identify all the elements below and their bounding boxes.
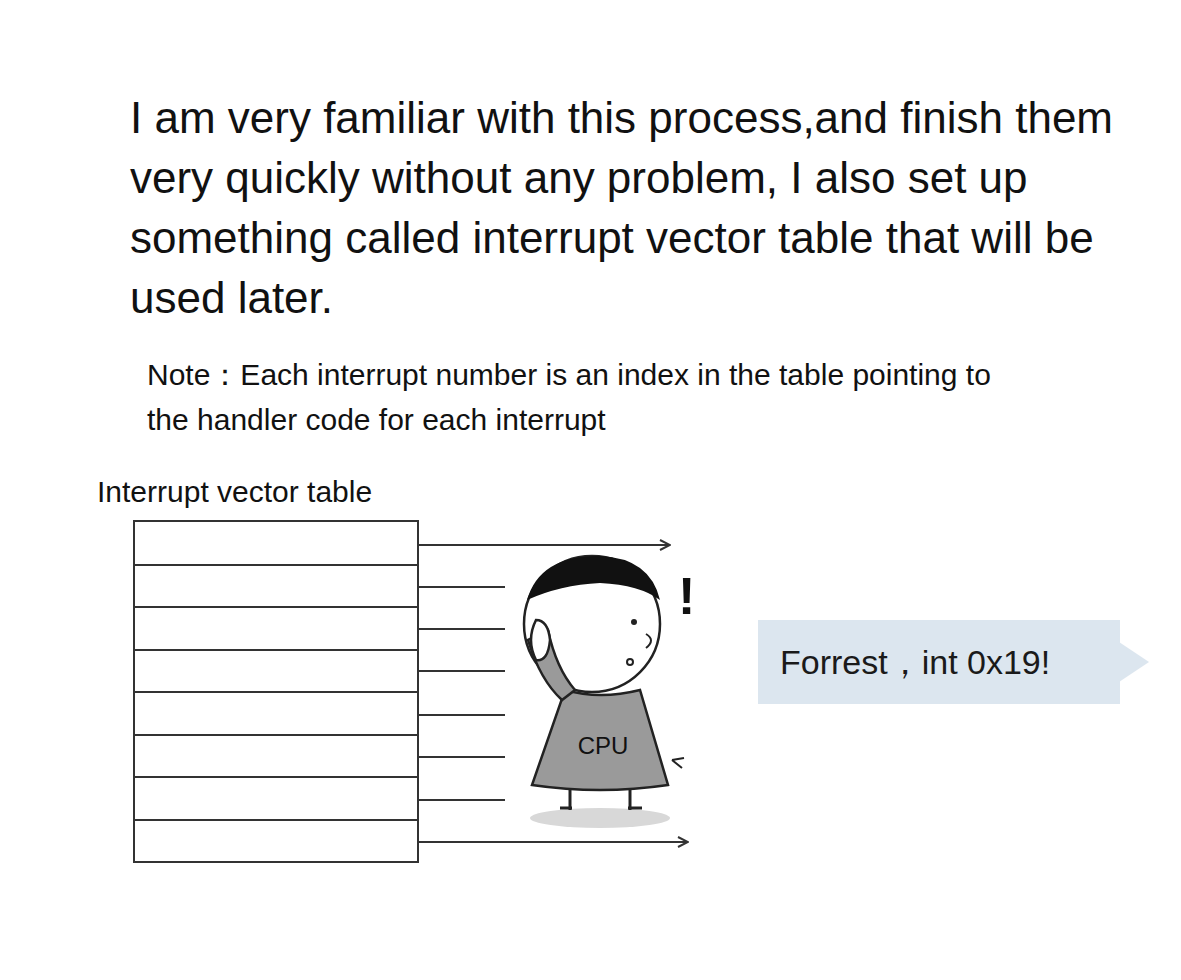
table-row-line [135, 734, 417, 736]
cpu-body [532, 690, 668, 790]
table-row-line [135, 606, 417, 608]
cpu-label: CPU [568, 732, 638, 760]
shadow [530, 808, 670, 828]
bubble-tail-shape [1119, 642, 1149, 682]
hair [527, 556, 660, 600]
eye [631, 619, 637, 625]
speech-text: Forrest，int 0x19! [780, 642, 1102, 682]
hand [672, 758, 684, 768]
pointer-line [419, 670, 505, 672]
vector-table: Interrupt vector table [133, 520, 419, 863]
pointer-line [419, 756, 505, 758]
exclamation-mark: ! [678, 568, 708, 624]
eye [627, 659, 633, 665]
mouth [646, 634, 651, 648]
table-row-line [135, 649, 417, 651]
pointer-line [419, 628, 505, 630]
intro-paragraph: I am very familiar with this process,and… [130, 88, 1120, 328]
pointer-line [419, 714, 505, 716]
table-row-line [135, 691, 417, 693]
pointer-line [419, 586, 505, 588]
feet [560, 807, 642, 810]
pointer-arrow [419, 841, 688, 843]
ear [531, 620, 550, 660]
note-text: Note：Each interrupt number is an index i… [147, 352, 1027, 442]
bubble-tail [1119, 642, 1153, 682]
speech-bubble: Forrest，int 0x19! [758, 620, 1120, 704]
pointer-arrow [419, 544, 670, 546]
table-heading: Interrupt vector table [97, 474, 372, 510]
table-row-line [135, 564, 417, 566]
table-row-line [135, 819, 417, 821]
table-row-line [135, 776, 417, 778]
pointer-line [419, 799, 505, 801]
